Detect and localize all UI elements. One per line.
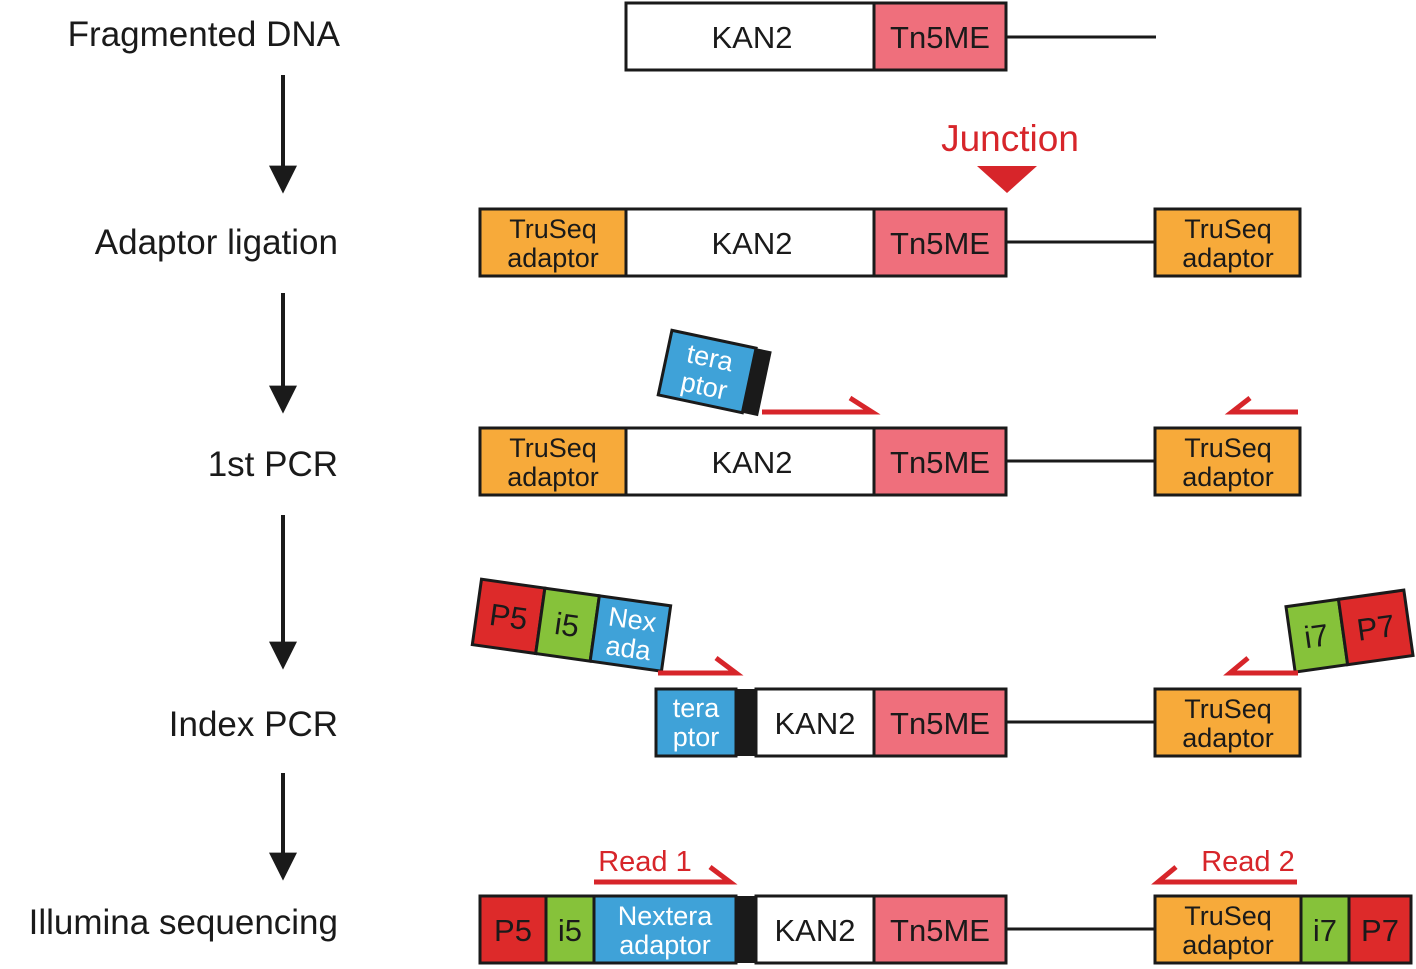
index-primer-right: i7 P7 xyxy=(1284,588,1415,674)
index-forward-primer-arrow xyxy=(658,656,744,676)
i7-label: i7 xyxy=(1302,617,1331,655)
kan2-block xyxy=(754,687,876,758)
p7-block xyxy=(1347,894,1413,965)
junction-annotation: Junction xyxy=(941,118,1079,193)
kan2-block xyxy=(624,426,876,497)
truseq-label-line2: adaptor xyxy=(1182,930,1274,960)
index-primer-left: P5 i5 Nex ada xyxy=(470,577,673,673)
truseq-adaptor-right xyxy=(1153,207,1302,278)
tn5me-label: Tn5ME xyxy=(890,20,990,55)
nextera-fragment-label-1: Nex xyxy=(606,601,658,637)
tn5me-block xyxy=(872,1,1008,72)
truseq-label-line1: TruSeq xyxy=(1184,433,1272,463)
construct-fragmented-dna: KAN2 Tn5ME xyxy=(624,1,1156,72)
read1-label: Read 1 xyxy=(598,846,692,878)
junction-label: Junction xyxy=(941,118,1079,159)
tn5me-label: Tn5ME xyxy=(890,913,990,948)
read2-arrow xyxy=(1151,865,1297,885)
truseq-adaptor-right xyxy=(1153,687,1302,758)
nextera-fragment-label-2: ada xyxy=(604,630,654,666)
p5-label: P5 xyxy=(487,597,529,637)
kan2-label: KAN2 xyxy=(712,226,793,261)
index-reverse-primer-arrow xyxy=(1223,656,1298,676)
i5-label: i5 xyxy=(553,606,582,644)
kan2-label: KAN2 xyxy=(775,706,856,741)
kan2-label: KAN2 xyxy=(775,913,856,948)
p5-label: P5 xyxy=(494,913,532,948)
step-label-index-pcr: Index PCR xyxy=(169,705,338,744)
nextera-partial-block xyxy=(654,687,738,758)
nextera-partial-label-1: tera xyxy=(673,693,721,723)
kan2-block xyxy=(624,1,876,72)
read1-arrow xyxy=(594,865,738,885)
step-label-1st-pcr: 1st PCR xyxy=(208,445,338,484)
truseq-label-line2: adaptor xyxy=(1182,462,1274,492)
tn5me-label: Tn5ME xyxy=(890,706,990,741)
i7-label: i7 xyxy=(1313,913,1337,948)
junction-marker-icon xyxy=(977,166,1037,193)
nextera-label-line1: Nextera xyxy=(618,901,714,931)
spacer-black-block xyxy=(736,689,756,756)
truseq-label-line1: TruSeq xyxy=(1184,694,1272,724)
primer-nextera-partial: tera ptor xyxy=(656,328,772,417)
truseq-adaptor-left xyxy=(478,426,628,497)
kan2-block xyxy=(754,894,876,965)
construct-1st-pcr: TruSeq adaptor KAN2 Tn5ME TruSeq adaptor xyxy=(478,426,1302,497)
nextera-partial-label-2: ptor xyxy=(673,722,720,752)
step-label-adaptor-ligation: Adaptor ligation xyxy=(95,223,338,262)
tn5me-label: Tn5ME xyxy=(890,226,990,261)
reverse-primer-arrow xyxy=(1224,396,1298,415)
p7-block xyxy=(1336,588,1415,667)
step-label-illumina-sequencing: Illumina sequencing xyxy=(29,903,338,942)
construct-adaptor-ligation: TruSeq adaptor KAN2 Tn5ME TruSeq adaptor xyxy=(478,207,1302,278)
nextera-label-line2: adaptor xyxy=(619,930,711,960)
tn5me-label: Tn5ME xyxy=(890,445,990,480)
p7-label: P7 xyxy=(1361,913,1399,948)
truseq-adaptor-right xyxy=(1153,894,1303,965)
p7-label: P7 xyxy=(1355,608,1397,648)
truseq-label-line2: adaptor xyxy=(507,243,599,273)
truseq-label-line1: TruSeq xyxy=(1184,901,1272,931)
truseq-label-line2: adaptor xyxy=(507,462,599,492)
truseq-label-line1: TruSeq xyxy=(509,433,597,463)
truseq-label-line2: adaptor xyxy=(1182,723,1274,753)
truseq-adaptor-left xyxy=(478,207,628,278)
truseq-adaptor-right xyxy=(1153,426,1302,497)
kan2-label: KAN2 xyxy=(712,20,793,55)
spacer-black-block xyxy=(742,348,772,417)
nextera-fragment-block xyxy=(588,594,673,673)
kan2-label: KAN2 xyxy=(712,445,793,480)
truseq-label-line1: TruSeq xyxy=(509,214,597,244)
spacer-black-block xyxy=(736,896,756,963)
i5-label: i5 xyxy=(558,913,582,948)
construct-illumina-sequencing: P5 i5 Nextera adaptor KAN2 Tn5ME TruSeq … xyxy=(478,894,1413,965)
forward-primer-arrow xyxy=(762,395,881,415)
read2-label: Read 2 xyxy=(1201,846,1295,878)
construct-index-pcr: tera ptor KAN2 Tn5ME TruSeq adaptor xyxy=(654,687,1302,758)
truseq-label-line2: adaptor xyxy=(1182,243,1274,273)
truseq-label-line1: TruSeq xyxy=(1184,214,1272,244)
step-label-fragmented-dna: Fragmented DNA xyxy=(68,15,341,54)
tn5me-block xyxy=(872,426,1008,497)
tn5me-block xyxy=(872,207,1008,278)
